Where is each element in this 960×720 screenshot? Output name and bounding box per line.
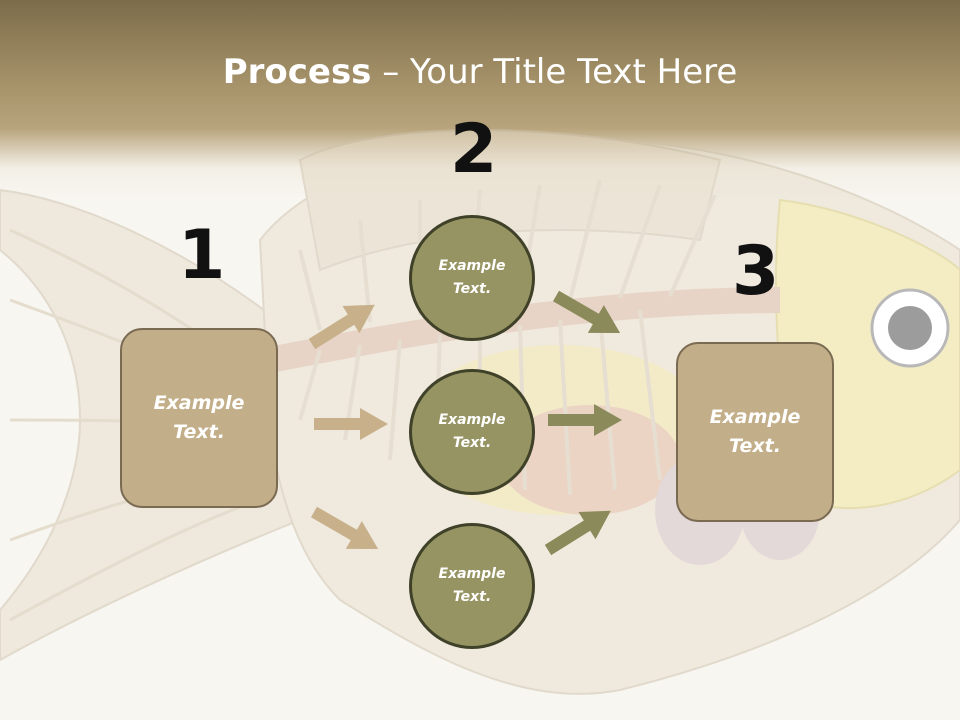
title-rest: – Your Title Text Here	[371, 52, 738, 92]
step-number-3: 3	[732, 232, 780, 311]
circle-middle-text: Example Text.	[427, 409, 517, 455]
step-1-text-line2: Text.	[173, 421, 225, 443]
circle-top-line1: Example	[438, 258, 506, 274]
step-3-text-line2: Text.	[729, 435, 781, 457]
step-2-circle-bottom: Example Text.	[409, 523, 535, 649]
arrow-icon-left-bottom	[306, 498, 387, 563]
arrow-icon-right-top	[548, 282, 629, 347]
step-3-text: Example Text.	[695, 403, 815, 461]
step-number-1: 1	[178, 216, 226, 295]
step-3-box: Example Text.	[676, 342, 834, 522]
circle-bottom-text: Example Text.	[427, 563, 517, 609]
circle-top-text: Example Text.	[427, 255, 517, 301]
arrow-icon-right-middle	[548, 404, 622, 436]
circle-middle-line1: Example	[438, 412, 506, 428]
step-1-text-line1: Example	[153, 392, 245, 414]
step-1-box: Example Text.	[120, 328, 278, 508]
page-title: Process – Your Title Text Here	[0, 52, 960, 92]
title-bold: Process	[222, 52, 372, 92]
circle-top-line2: Text.	[452, 281, 492, 297]
arrow-icon-right-bottom	[539, 497, 620, 564]
step-1-text: Example Text.	[139, 389, 259, 447]
circle-middle-line2: Text.	[452, 435, 492, 451]
step-number-2: 2	[450, 110, 498, 189]
circle-bottom-line1: Example	[438, 566, 506, 582]
circle-bottom-line2: Text.	[452, 589, 492, 605]
step-2-circle-top: Example Text.	[409, 215, 535, 341]
arrow-icon-left-top	[303, 291, 384, 358]
step-3-text-line1: Example	[709, 406, 801, 428]
step-2-circle-middle: Example Text.	[409, 369, 535, 495]
arrow-icon-left-middle	[314, 408, 388, 440]
